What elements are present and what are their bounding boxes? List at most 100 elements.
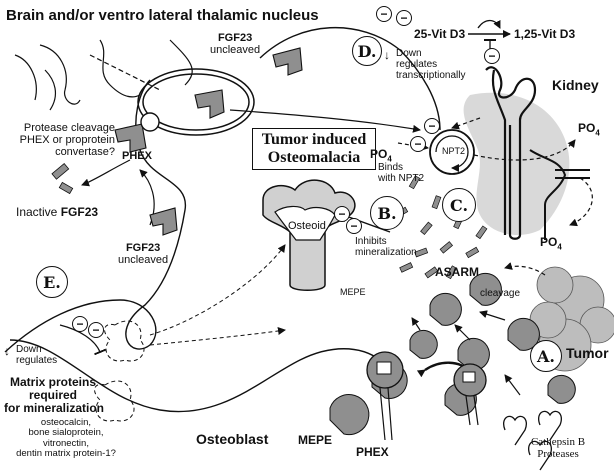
protease-cleavage-text: Protease cleavage PHEX or proprotein con… bbox=[5, 122, 115, 158]
a-arrow-1 bbox=[479, 310, 506, 321]
down-d-2: regulates bbox=[396, 59, 438, 70]
label-b: B. bbox=[370, 196, 404, 230]
matrix-item-3: vitronectin, bbox=[43, 437, 89, 449]
inhibits-text: Inhibits mineralization bbox=[355, 236, 417, 258]
binds-2: with NPT2 bbox=[378, 173, 425, 184]
protease-line-2: PHEX or proprotein bbox=[19, 134, 115, 147]
fgf23-route-2 bbox=[229, 109, 421, 133]
protease-line-3: convertase? bbox=[55, 146, 115, 159]
osteoid-bone bbox=[262, 179, 356, 291]
brain-sketch bbox=[14, 39, 193, 111]
cathepsin-label: Cathepsin B Proteases bbox=[510, 436, 606, 460]
brain-membrane-loop bbox=[137, 68, 255, 136]
a-arrow-2 bbox=[454, 324, 471, 341]
po4-bottom-text: PO bbox=[540, 235, 558, 249]
fgf23-top-label: FGF23 uncleaved bbox=[210, 32, 260, 56]
inactive-prefix: Inactive bbox=[16, 205, 61, 219]
down-e-1: Down bbox=[16, 344, 42, 355]
inactive-fgf23-fragments bbox=[51, 162, 74, 195]
phex-brain-label: PHEX bbox=[122, 150, 152, 162]
membrane-path bbox=[4, 79, 187, 353]
matrix-item-4: dentin matrix protein-1? bbox=[16, 448, 116, 460]
diagram-title: Brain and/or ventro lateral thalamic nuc… bbox=[6, 7, 319, 24]
cleavage-label: cleavage bbox=[480, 288, 521, 299]
tumor-dashed-arrow bbox=[504, 262, 546, 276]
kidney-label: Kidney bbox=[552, 77, 599, 93]
matrix-list: osteocalcin, bone sialoprotein, vitronec… bbox=[4, 417, 128, 460]
minus-circle-icon: − bbox=[410, 136, 426, 152]
label-a: A. bbox=[530, 340, 562, 372]
vitd-to: 1,25-Vit D3 bbox=[514, 27, 576, 41]
label-c: C. bbox=[442, 188, 476, 222]
phex-stalk bbox=[379, 387, 393, 441]
tio-line-2: Osteomalacia bbox=[267, 149, 361, 166]
down-regulates-e: Down regulates bbox=[16, 344, 57, 366]
po4-right-text: PO bbox=[578, 121, 596, 135]
down-d-1: Down bbox=[396, 48, 422, 59]
npt2-dashed bbox=[451, 117, 481, 130]
fgf23-top-name: FGF23 bbox=[217, 32, 253, 44]
asarm-fragments bbox=[394, 175, 488, 280]
osteoblast-label: Osteoblast bbox=[196, 431, 269, 447]
minus-circle-icon: − bbox=[72, 316, 88, 332]
a-arrow-3 bbox=[411, 317, 421, 331]
osteoid-label: Osteoid bbox=[288, 220, 326, 232]
tio-box: Tumor induced Osteomalacia bbox=[252, 128, 376, 170]
cathepsin-2: Proteases bbox=[537, 448, 579, 461]
mepe-mid-label: MEPE bbox=[340, 287, 366, 297]
phex-bottom-label: PHEX bbox=[356, 445, 389, 459]
down-d-3: transcriptionally bbox=[396, 70, 466, 81]
matrix-heading: Matrix proteins required for mineralizat… bbox=[4, 375, 105, 416]
cleavage-arrow bbox=[81, 159, 131, 187]
protease-line-1: Protease cleavage bbox=[23, 122, 115, 134]
po4-bottom-sub: 4 bbox=[557, 242, 562, 252]
minus-circle-icon: − bbox=[346, 218, 362, 234]
npt2-circle bbox=[429, 129, 475, 175]
minus-circle-icon: − bbox=[424, 118, 440, 134]
fgf23-mid-label: FGF23 uncleaved bbox=[118, 242, 168, 266]
phex-stalk-2 bbox=[465, 395, 479, 426]
npt2-label: NPT2 bbox=[442, 146, 466, 156]
asarm-label: ASARM bbox=[435, 265, 479, 279]
po4-bottom: PO4 bbox=[540, 235, 562, 252]
minus-circle-icon: − bbox=[376, 6, 392, 22]
minus-circle-icon: − bbox=[334, 206, 350, 222]
minus-circle-icon: − bbox=[396, 10, 412, 26]
fgf23-mid-name: FGF23 bbox=[125, 242, 161, 254]
po4-left-sub: 4 bbox=[387, 154, 392, 164]
po4-left-text: PO bbox=[370, 147, 388, 161]
po4-right: PO4 bbox=[578, 121, 600, 138]
fgf23-route bbox=[259, 26, 441, 131]
matrix-head-2: required bbox=[28, 388, 77, 403]
matrix-item-2: bone sialoprotein, bbox=[28, 427, 104, 439]
matrix-item-1: osteocalcin, bbox=[40, 417, 92, 428]
po4-left: PO4 bbox=[370, 147, 392, 164]
tumor-label: Tumor bbox=[566, 345, 609, 361]
vitd-from: 25-Vit D3 bbox=[414, 27, 466, 41]
cathepsin-1: Cathepsin B bbox=[530, 436, 586, 448]
matrix-head-1: Matrix proteins bbox=[9, 375, 96, 389]
po4-out-arrow bbox=[473, 139, 576, 161]
po4-right-sub: 4 bbox=[595, 128, 600, 138]
inactive-fgf23-label: Inactive FGF23 bbox=[16, 205, 98, 219]
binds-1: Binds bbox=[378, 162, 404, 173]
vitd-curl bbox=[477, 19, 501, 29]
binds-npt2-text: Binds with NPT2 bbox=[378, 162, 424, 184]
e-inhibit-line bbox=[59, 324, 106, 356]
down-arrow-d: ↓ bbox=[384, 48, 390, 62]
minus-circle-icon: − bbox=[88, 322, 104, 338]
down-arrow-e: ↓ bbox=[4, 344, 10, 358]
mepe-bottom-label: MEPE bbox=[298, 433, 333, 447]
kidney-shape bbox=[463, 66, 590, 240]
po4-bottom-arrow bbox=[569, 177, 593, 227]
inhibits-2: mineralization bbox=[355, 247, 417, 258]
cathepsin-arrow bbox=[504, 374, 521, 396]
membrane-path-2 bbox=[9, 339, 381, 413]
minus-circle-icon: − bbox=[484, 48, 500, 64]
fgf23-top-state: uncleaved bbox=[210, 44, 261, 57]
matrix-head-3: for mineralization bbox=[4, 401, 105, 416]
inhibits-1: Inhibits bbox=[355, 236, 387, 247]
phex-brain-circle bbox=[140, 112, 160, 132]
cathepsin-shapes bbox=[503, 410, 562, 471]
